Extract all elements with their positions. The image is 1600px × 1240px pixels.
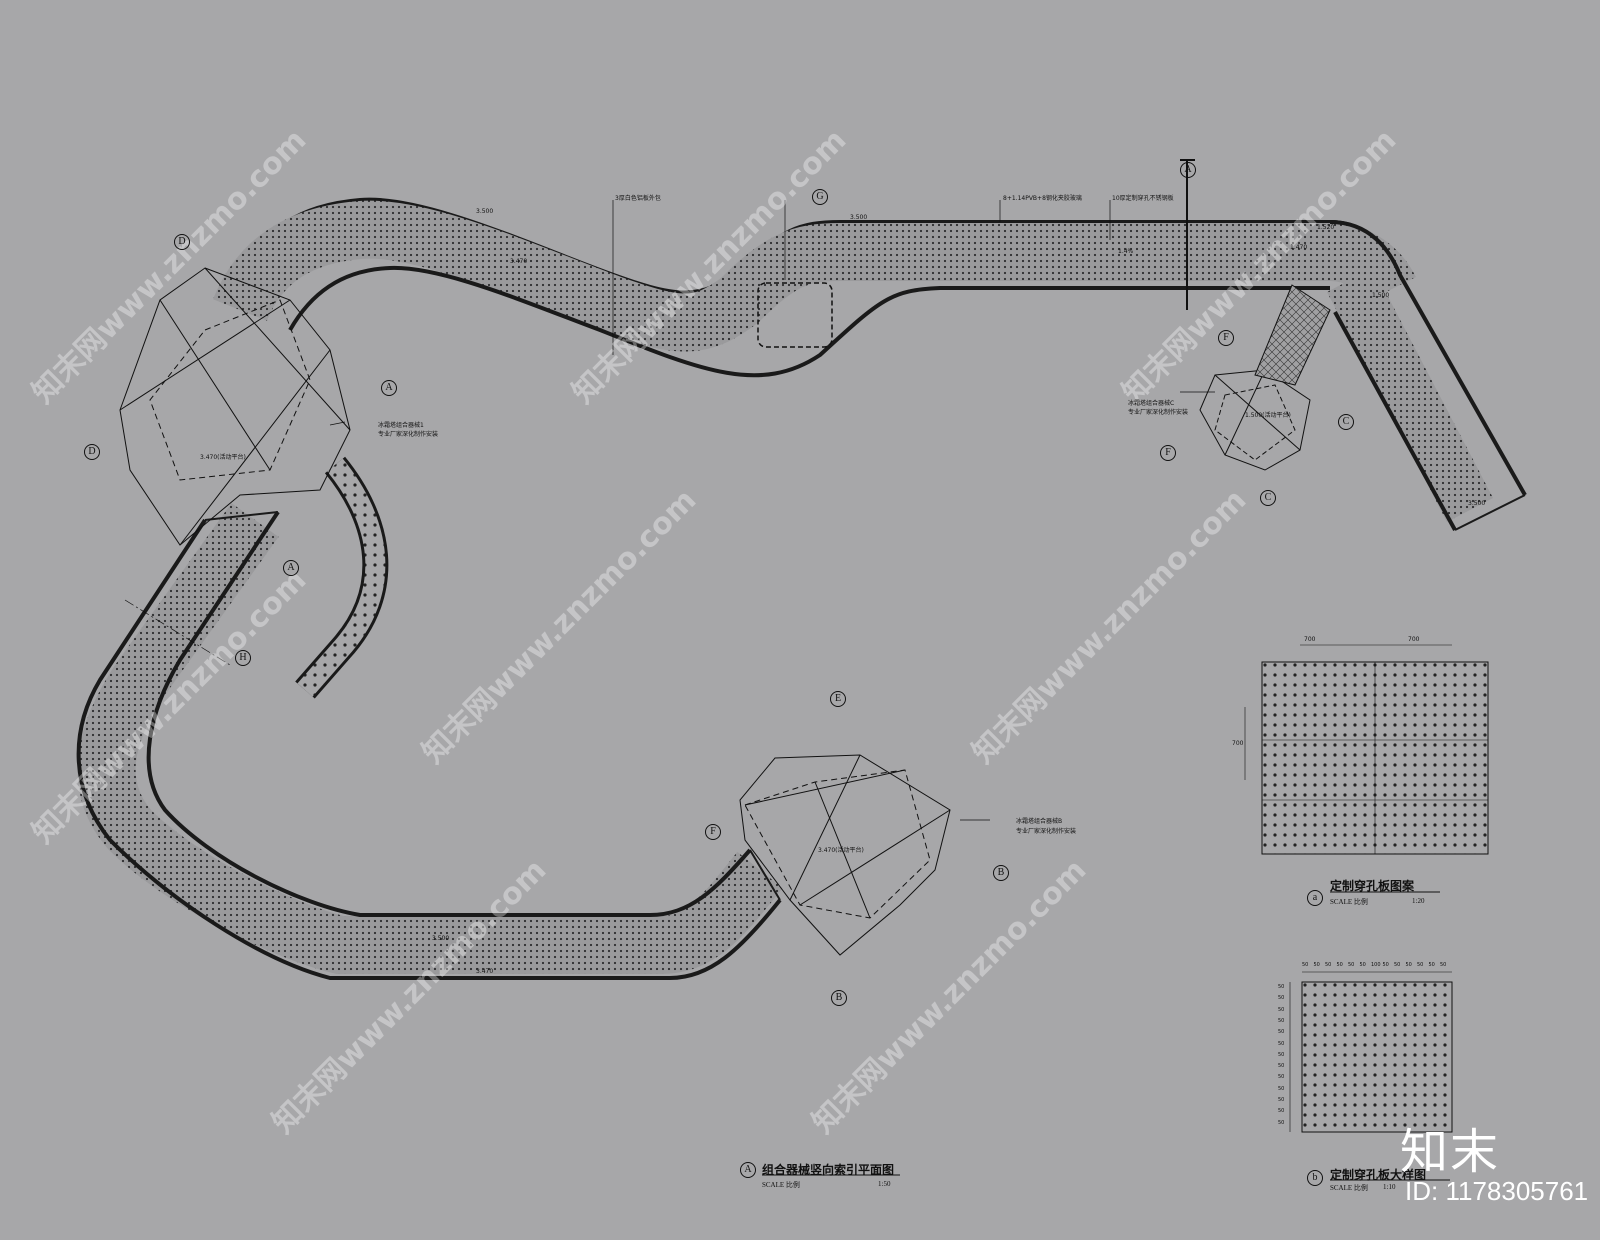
note-climb-left-2: 专业厂家深化制作安装 [378,431,439,438]
dim-label: 50 [1428,962,1435,968]
dim-label: 50 [1394,962,1401,968]
detail-b-title: 定制穿孔板大样图 [1330,1168,1427,1182]
section-marker: F [1218,330,1234,346]
note-climb-bottom-2: 专业厂家深化制作安装 [1016,828,1077,835]
detail-a-dim-h: 700 [1232,740,1244,747]
main-plan-scale-label: SCALE 比例 [762,1181,800,1189]
elev-label: 3.500 [850,214,868,221]
detail-a-dim-w2: 700 [1408,636,1420,643]
dim-label: 50 [1278,1119,1285,1126]
detail-a-mark: a [1307,890,1323,906]
section-marker: G [812,189,828,205]
detail-a-panel [1244,644,1489,855]
section-marker: C [1260,490,1276,506]
section-marker: A [1180,162,1196,178]
dim-label: 50 [1278,1097,1285,1103]
watermark-logo: 知末 [1400,1124,1501,1180]
section-marker: C [1338,414,1354,430]
elev-label: 3.470 [476,968,494,975]
note-glass: 8+1.14PVB+8钢化夹胶玻璃 [1003,195,1082,202]
dim-label: 50 [1325,962,1332,968]
platform-bottom-label: 3.470(活动平台) [818,847,864,854]
section-marker: D [174,234,190,250]
detail-b-mark: b [1307,1170,1323,1186]
dim-label: 50 [1440,962,1447,968]
section-marker: A [381,380,397,396]
elev-label: 1.500 [1372,292,1390,299]
dim-label: 50 [1278,1006,1285,1013]
section-marker: H [235,650,251,666]
dim-label: 50 [1278,1040,1285,1047]
dim-label: 50 [1417,962,1424,968]
dim-label: 50 [1382,962,1389,968]
dim-label: 50 [1278,1017,1285,1024]
detail-a-scale-label: SCALE 比例 [1330,898,1368,906]
walkway-right-ramp [1326,267,1494,523]
note-perforated: 10厚定制穿孔不锈钢板 [1112,195,1174,202]
slope-label: 1.4% [1118,248,1134,255]
note-climb-right-2: 专业厂家深化制作安装 [1128,409,1189,416]
detail-a-title: 定制穿孔板图案 [1330,879,1415,893]
dim-label: 50 [1278,984,1285,990]
climbing-structure-bottom [739,754,951,956]
main-plan-title: 组合器械竖向索引平面图 [762,1163,895,1177]
walkway-top-fill [213,200,1416,352]
elev-label: 1.470 [1290,244,1308,251]
dim-label: 50 [1278,995,1285,1002]
dim-label: 50 [1278,1074,1285,1081]
dim-label: 50 [1302,962,1309,968]
dim-label: 50 [1278,1085,1285,1092]
dim-label: 100 [1371,962,1381,968]
elev-label: 3.470 [510,258,528,265]
dim-label: 50 [1278,1029,1285,1036]
section-marker: E [830,691,846,707]
detail-b-scale-value: 1:10 [1383,1183,1396,1191]
elev-label: 3.500 [432,935,450,942]
dim-label: 50 [1278,1051,1285,1058]
detail-a-scale-value: 1:20 [1412,897,1425,905]
platform-right-label: 1.500(活动平台) [1245,412,1291,419]
note-climb-right-1: 冰霜塔组合器械C [1128,400,1175,407]
main-plan-scale-value: 1:50 [878,1180,891,1188]
dim-label: 50 [1278,1108,1285,1115]
dim-label: 50 [1405,962,1412,968]
section-marker: A [283,560,299,576]
main-plan-mark: A [740,1162,756,1178]
section-marker: B [831,990,847,1006]
walkway-top-inner [288,265,1330,378]
detail-b-panel [1289,971,1453,1133]
walkway-bottom-fill [77,503,783,974]
elev-label: 3.500 [1468,500,1486,507]
dim-label: 50 [1278,1063,1285,1070]
section-marker: D [84,444,100,460]
section-marker: F [1160,445,1176,461]
net-bridge [1254,284,1331,386]
detail-b-scale-label: SCALE 比例 [1330,1184,1368,1192]
dim-label: 50 [1336,962,1343,968]
note-climb-bottom-1: 冰霜塔组合器械B [1016,818,1063,825]
elev-label: 1.520 [1317,224,1335,231]
central-platform [757,282,833,348]
detail-a-dim-w1: 700 [1304,636,1316,643]
dim-label: 50 [1348,962,1355,968]
elev-label: 3.500 [476,208,494,215]
platform-left-label: 3.470(活动平台) [200,454,246,461]
note-aluminum: 3厚白色铝板外包 [615,195,661,202]
dim-label: 50 [1359,962,1366,968]
note-climb-left-1: 冰霜塔组合器械1 [378,422,424,429]
dim-label: 50 [1313,962,1320,968]
climbing-structure-left [119,267,351,546]
section-marker: B [993,865,1009,881]
watermark-id: ID: 1178305761 [1405,1176,1589,1206]
section-marker: F [705,824,721,840]
